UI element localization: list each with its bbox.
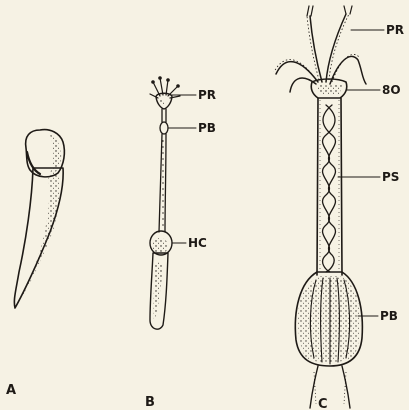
panel-c-specimen xyxy=(274,6,366,408)
panel-b-label-pr: PR xyxy=(198,88,216,102)
panel-b-specimen xyxy=(150,76,180,329)
panel-b-label-pb: PB xyxy=(198,121,216,135)
panel-c-label-pb: PB xyxy=(380,309,398,323)
panel-c-label-8o: 8O xyxy=(382,83,401,97)
panel-c-caption: C xyxy=(318,397,328,410)
panel-c-label-ps: PS xyxy=(382,170,399,184)
panel-c-label-pr: PR xyxy=(386,23,404,37)
panel-b-caption: B xyxy=(145,395,155,410)
panel-b-label-hc: HC xyxy=(188,236,207,250)
panel-a-caption: A xyxy=(6,383,16,398)
panel-a-specimen xyxy=(14,130,64,308)
